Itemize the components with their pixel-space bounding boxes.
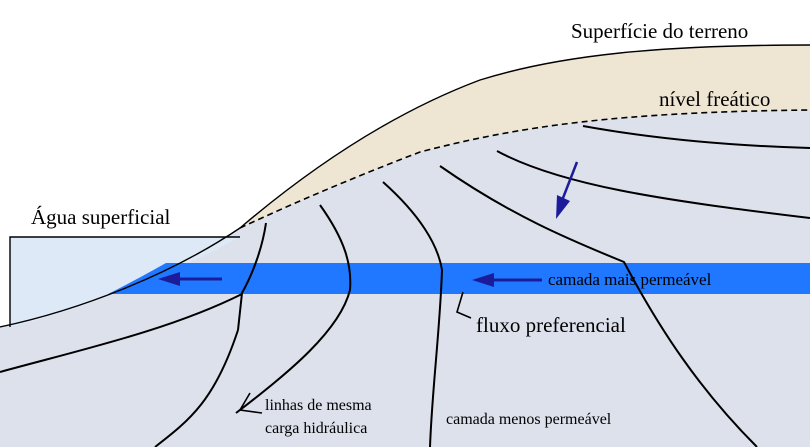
- equipotential-line: [582, 125, 810, 149]
- equipotential-line: [235, 204, 352, 414]
- equipotential-label-line1: linhas de mesma: [265, 397, 372, 414]
- preferential-flow-leader: [456, 291, 472, 319]
- surface-water-outline: [9, 236, 240, 327]
- equipotential-line: [0, 293, 243, 373]
- more-permeable-layer: [108, 263, 810, 294]
- arrow-left-icon: [158, 272, 222, 286]
- ground-surface-label: Superfície do terreno: [571, 19, 748, 43]
- ground-surface-line: [0, 44, 810, 328]
- equipotential-line: [154, 329, 239, 447]
- arrow-down-left-icon: [556, 161, 579, 219]
- equipotential-label-line2: carga hidráulica: [265, 420, 367, 437]
- equipotential-line: [439, 165, 758, 447]
- equipotential-label-leader: [238, 392, 263, 414]
- surface-water-body: [10, 237, 240, 327]
- equipotential-line: [237, 222, 267, 331]
- unsaturated-zone: [240, 45, 810, 228]
- preferential-flow-label: fluxo preferencial: [476, 313, 626, 337]
- water-table-label: nível freático: [659, 87, 770, 111]
- equipotential-line: [496, 150, 810, 219]
- less-permeable-label: camada menos permeável: [446, 411, 612, 428]
- equipotential-line: [382, 181, 444, 447]
- more-permeable-label: camada mais permeável: [548, 270, 712, 289]
- water-table-line: [239, 109, 810, 229]
- arrow-left-icon: [472, 273, 542, 287]
- surface-water-label: Água superficial: [31, 205, 171, 229]
- equipotential-lines: [0, 125, 810, 447]
